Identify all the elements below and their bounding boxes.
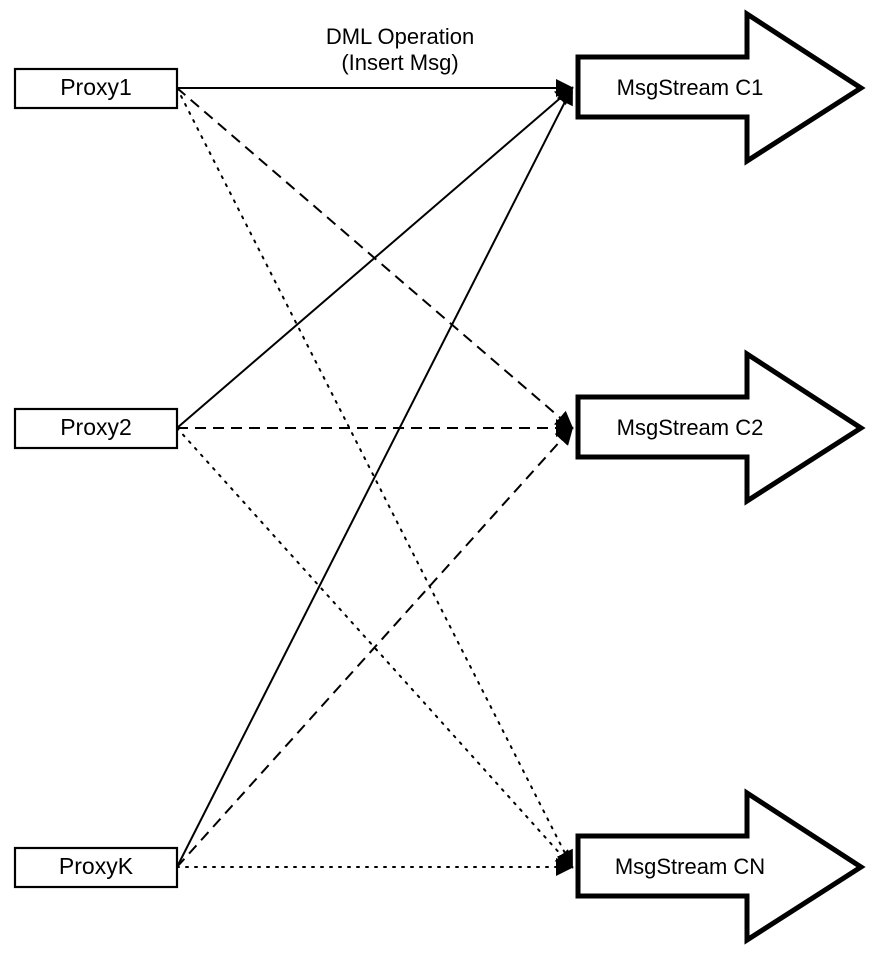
proxy-label: ProxyK: [59, 853, 134, 879]
annotation-line-1: DML Operation: [326, 24, 474, 49]
edge-line-dotted: [176, 87, 573, 869]
stream-arrow-shape[interactable]: [575, 349, 866, 506]
stream-label: MsgStream C2: [617, 415, 764, 440]
edge-line-dotted: [176, 427, 574, 869]
proxy-node-proxy2[interactable]: Proxy2: [13, 407, 179, 450]
stream-node-msgstream-c2[interactable]: MsgStream C2: [575, 349, 866, 506]
proxy-label: Proxy1: [60, 74, 132, 100]
proxy-node-proxyk[interactable]: ProxyK: [13, 846, 179, 889]
proxy-label: Proxy2: [60, 414, 132, 440]
edge-proxy2-to-c1: [176, 86, 574, 429]
streams-layer: MsgStream C1 MsgStream C2 MsgStream CN: [575, 9, 866, 945]
stream-arrow-shape[interactable]: [575, 9, 866, 166]
proxy-box[interactable]: [13, 846, 179, 889]
edge-line-dashed: [176, 426, 574, 868]
stream-label: MsgStream CN: [615, 854, 765, 879]
annotation-line-2: (Insert Msg): [341, 50, 458, 75]
edge-proxyk-to-c2: [176, 426, 574, 868]
edge-proxy1-to-cn: [176, 87, 573, 869]
stream-arrow-shape[interactable]: [575, 788, 866, 945]
proxy-box[interactable]: [13, 407, 179, 450]
edge-proxy2-to-cn: [176, 427, 574, 869]
stream-label: MsgStream C1: [617, 75, 764, 100]
edge-line-solid: [176, 86, 573, 868]
proxy-node-proxy1[interactable]: Proxy1: [13, 67, 179, 110]
annotation-dml-operation: DML Operation(Insert Msg): [326, 24, 474, 75]
proxy-box[interactable]: [13, 67, 179, 110]
edge-proxyk-to-c1: [176, 86, 573, 868]
stream-node-msgstream-c1[interactable]: MsgStream C1: [575, 9, 866, 166]
annotations-layer: DML Operation(Insert Msg): [326, 24, 474, 75]
edge-line-solid: [176, 86, 574, 429]
edges-layer: [176, 79, 574, 876]
stream-node-msgstream-cn[interactable]: MsgStream CN: [575, 788, 866, 945]
